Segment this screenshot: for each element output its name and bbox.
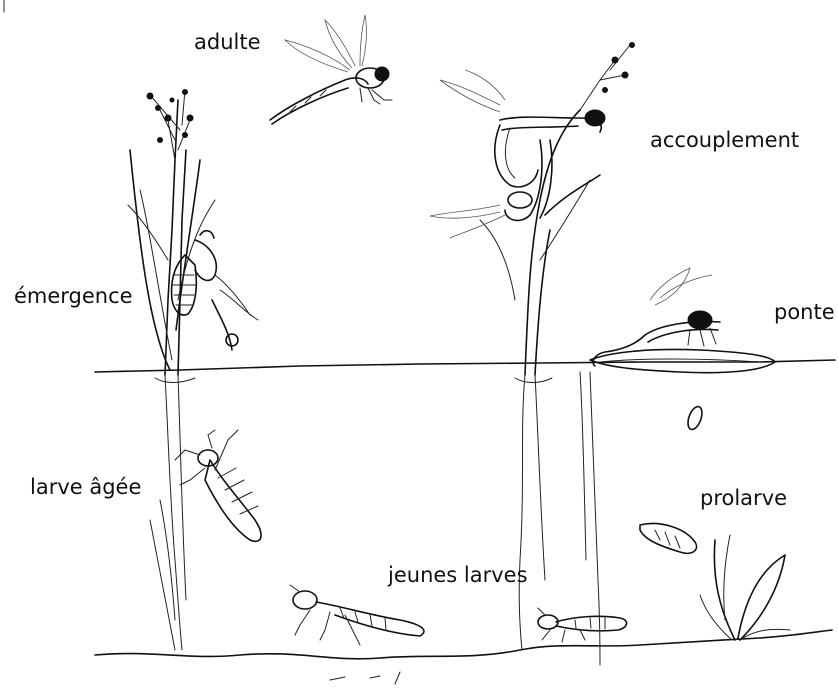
label-ponte: ponte [774, 300, 835, 324]
ponte-stem [590, 372, 600, 665]
ponte-stem-2 [580, 372, 586, 560]
emerging-dragonfly-illustration [172, 231, 258, 350]
water-surface [95, 360, 835, 372]
ovipositing-dragonfly-illustration [590, 268, 775, 373]
prolarva-illustration [640, 524, 697, 554]
egg-illustration [685, 405, 704, 432]
adult-dragonfly-illustration [270, 15, 392, 124]
label-jeunes-larves: jeunes larves [388, 563, 528, 587]
older-larva-illustration [175, 430, 261, 541]
mating-pair-illustration [430, 70, 605, 238]
label-emergence: émergence [14, 284, 133, 308]
label-larve-agee: larve âgée [30, 475, 141, 499]
label-prolarve: prolarve [700, 486, 787, 510]
young-larva-2-illustration [538, 608, 627, 642]
pond-bottom [95, 630, 832, 659]
label-adulte: adulte [194, 30, 261, 54]
bottom-marks [330, 672, 400, 684]
submerged-plant [700, 535, 790, 640]
mating-plant [480, 43, 635, 651]
label-accouplement: accouplement [650, 128, 799, 152]
young-larva-1-illustration [290, 585, 424, 645]
